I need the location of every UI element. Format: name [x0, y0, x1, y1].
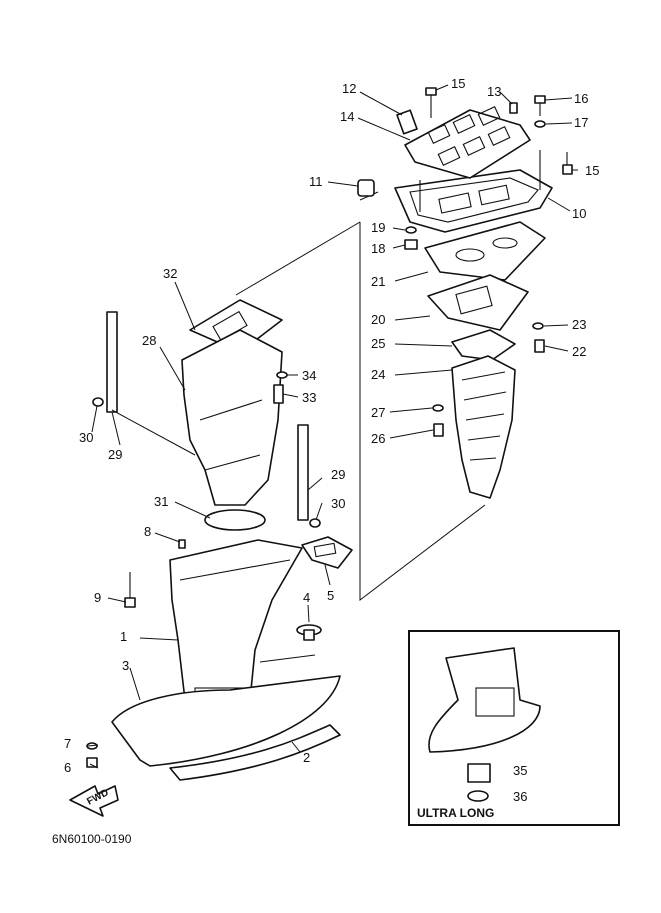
washer-19 [405, 226, 417, 234]
leader-lines [87, 84, 578, 797]
exhaust-guide-10 [394, 150, 553, 233]
callout-14: 14 [340, 109, 354, 124]
callout-29-left: 29 [108, 447, 122, 462]
callout-2: 2 [303, 750, 310, 765]
callout-22: 22 [572, 344, 586, 359]
seal-31 [204, 509, 266, 531]
inset-ultra-long: ULTRA LONG [408, 630, 620, 826]
callout-36: 36 [513, 789, 527, 804]
callout-16: 16 [574, 91, 588, 106]
callout-15-top: 15 [451, 76, 465, 91]
callout-31: 31 [154, 494, 168, 509]
fwd-arrow: FWD [69, 785, 119, 817]
callout-27: 27 [371, 405, 385, 420]
callout-21: 21 [371, 274, 385, 289]
callout-7: 7 [64, 736, 71, 751]
callout-26: 26 [371, 431, 385, 446]
damper-29-left [106, 311, 118, 413]
exhaust-plate-20 [427, 274, 529, 331]
callout-29-right: 29 [331, 467, 345, 482]
callout-10: 10 [572, 206, 586, 221]
callout-13: 13 [487, 84, 501, 99]
callout-30-left: 30 [79, 430, 93, 445]
dowel-8 [178, 539, 186, 549]
callout-17: 17 [574, 115, 588, 130]
bolt-26 [433, 423, 444, 437]
callout-12: 12 [342, 81, 356, 96]
callout-labels: 1 2 3 4 5 6 7 8 9 10 11 12 13 14 15 15 1… [64, 76, 599, 804]
bolt-15-top [425, 87, 437, 118]
callout-19: 19 [371, 220, 385, 235]
washer-30-left [92, 397, 104, 407]
grommet-11 [357, 179, 375, 197]
plug-4 [296, 624, 322, 641]
inset-title: ULTRA LONG [417, 806, 494, 820]
callout-23: 23 [572, 317, 586, 332]
bolt-22 [534, 339, 545, 353]
washer-34 [276, 371, 288, 379]
gasket-25 [451, 329, 516, 361]
bolt-15-right [562, 152, 573, 175]
callout-28: 28 [142, 333, 156, 348]
washer-30-right [309, 518, 321, 528]
callout-34: 34 [302, 368, 316, 383]
gasket-14 [404, 106, 531, 179]
bolt-33 [273, 384, 284, 404]
dowel-13 [509, 102, 518, 114]
damper-29-right [297, 424, 309, 521]
callout-30-right: 30 [331, 496, 345, 511]
cover-2 [169, 724, 341, 781]
diagram-code: 6N60100-0190 [52, 832, 132, 846]
callout-24: 24 [371, 367, 385, 382]
callout-3: 3 [122, 658, 129, 673]
callout-8: 8 [144, 524, 151, 539]
bolt-9 [124, 572, 136, 608]
bolt-16 [534, 95, 546, 116]
washer-27 [432, 404, 444, 412]
callout-5: 5 [327, 588, 334, 603]
cover-5 [301, 536, 353, 569]
callout-9: 9 [94, 590, 101, 605]
anti-ventilation-plate-3 [111, 675, 341, 767]
nut-18 [404, 239, 418, 250]
callout-6: 6 [64, 760, 71, 775]
upper-casing-28 [181, 329, 283, 506]
callout-1: 1 [120, 629, 127, 644]
callout-32: 32 [163, 266, 177, 281]
callout-4: 4 [303, 590, 310, 605]
callout-25: 25 [371, 336, 385, 351]
callout-20: 20 [371, 312, 385, 327]
callout-18: 18 [371, 241, 385, 256]
gasket-21 [424, 221, 546, 281]
exhaust-manifold-24 [451, 355, 516, 499]
nut-6 [86, 757, 98, 768]
lower-casing-1 [169, 539, 303, 727]
grommet-12 [396, 109, 418, 135]
washer-17 [534, 120, 546, 128]
callout-15-right: 15 [585, 163, 599, 178]
washer-23 [532, 322, 544, 330]
callout-35: 35 [513, 763, 527, 778]
callout-33: 33 [302, 390, 316, 405]
callout-11: 11 [309, 174, 323, 189]
